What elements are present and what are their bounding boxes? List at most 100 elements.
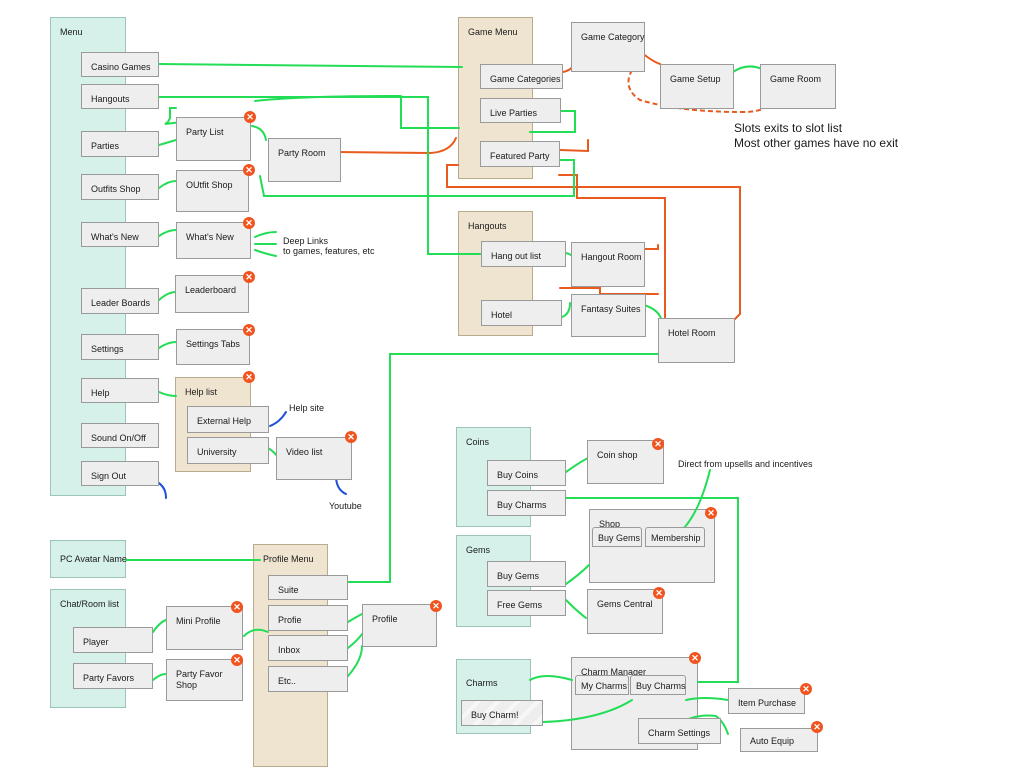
game-room-label: Game Room xyxy=(770,74,822,84)
profile-button[interactable]: Profie xyxy=(268,605,348,631)
leaderboard-screen[interactable]: Leaderboard xyxy=(175,275,249,313)
youtube-link[interactable]: Youtube xyxy=(329,501,362,511)
game-setup-screen[interactable]: Game Setup xyxy=(660,64,734,109)
menu-item-whats-new[interactable]: What's New xyxy=(81,222,159,247)
menu-item-sign-out[interactable]: Sign Out xyxy=(81,461,159,486)
party-favor-shop-screen[interactable]: Party Favor Shop xyxy=(166,659,243,701)
menu-item-outfits-shop[interactable]: Outfits Shop xyxy=(81,174,159,200)
membership-tab[interactable]: Membership xyxy=(645,527,705,547)
buy-charms-tab[interactable]: Buy Charms xyxy=(630,675,686,695)
close-icon[interactable]: ✕ xyxy=(689,652,701,664)
game-categories-button[interactable]: Game Categories xyxy=(480,64,563,89)
settings-tabs-screen[interactable]: Settings Tabs xyxy=(176,329,250,365)
hangout-room-screen[interactable]: Hangout Room xyxy=(571,242,645,287)
etc-label: Etc.. xyxy=(278,676,297,686)
party-list-label: Party List xyxy=(186,127,224,137)
mini-profile-screen[interactable]: Mini Profile xyxy=(166,606,243,650)
outfit-shop-screen[interactable]: OUtfit Shop xyxy=(176,170,249,212)
buy-charm-button[interactable]: Buy Charm! xyxy=(461,700,543,726)
close-icon[interactable]: ✕ xyxy=(243,271,255,283)
close-icon[interactable]: ✕ xyxy=(243,371,255,383)
menu-item-sound[interactable]: Sound On/Off xyxy=(81,423,159,448)
auto-equip-label: Auto Equip xyxy=(750,736,795,746)
buy-gems-button[interactable]: Buy Gems xyxy=(487,561,566,587)
close-icon[interactable]: ✕ xyxy=(243,164,255,176)
external-help-label: External Help xyxy=(197,416,252,426)
university-button[interactable]: University xyxy=(187,437,269,464)
close-icon[interactable]: ✕ xyxy=(345,431,357,443)
charms-title: Charms xyxy=(466,678,498,688)
etc-button[interactable]: Etc.. xyxy=(268,666,348,692)
video-list-label: Video list xyxy=(286,447,323,457)
hangouts-label: Hangouts xyxy=(91,94,130,104)
game-category-screen[interactable]: Game Category xyxy=(571,22,645,72)
buy-coins-button[interactable]: Buy Coins xyxy=(487,460,566,486)
close-icon[interactable]: ✕ xyxy=(231,601,243,613)
video-list-screen[interactable]: Video list xyxy=(276,437,352,480)
menu-item-parties[interactable]: Parties xyxy=(81,131,159,157)
inbox-button[interactable]: Inbox xyxy=(268,635,348,661)
buy-charms-tab-label: Buy Charms xyxy=(636,681,686,691)
close-icon[interactable]: ✕ xyxy=(800,683,812,695)
university-label: University xyxy=(197,447,237,457)
my-charms-tab[interactable]: My Charms xyxy=(575,675,629,695)
free-gems-button[interactable]: Free Gems xyxy=(487,590,566,616)
hang-out-list-button[interactable]: Hang out list xyxy=(481,241,566,267)
auto-equip-screen[interactable]: Auto Equip xyxy=(740,728,818,752)
profile-screen[interactable]: Profile xyxy=(362,604,437,647)
whats-new-screen-label: What's New xyxy=(186,232,234,242)
gems-central-screen[interactable]: Gems Central xyxy=(587,589,663,634)
close-icon[interactable]: ✕ xyxy=(811,721,823,733)
hotel-button[interactable]: Hotel xyxy=(481,300,562,326)
slots-exit-note: Slots exits to slot list xyxy=(734,121,843,135)
whats-new-label: What's New xyxy=(91,232,139,242)
direct-upsells-note: Direct from upsells and incentives xyxy=(678,459,813,469)
party-room-screen[interactable]: Party Room xyxy=(268,138,341,182)
my-charms-label: My Charms xyxy=(581,681,628,691)
charm-settings-button[interactable]: Charm Settings xyxy=(638,718,721,744)
whats-new-screen[interactable]: What's New xyxy=(176,222,251,259)
close-icon[interactable]: ✕ xyxy=(653,587,665,599)
leader-boards-label: Leader Boards xyxy=(91,298,151,308)
fantasy-suites-screen[interactable]: Fantasy Suites xyxy=(571,294,646,337)
help-site-link[interactable]: Help site xyxy=(289,403,325,413)
featured-party-button[interactable]: Featured Party xyxy=(480,141,560,167)
close-icon[interactable]: ✕ xyxy=(244,111,256,123)
party-list-screen[interactable]: Party List xyxy=(176,117,251,161)
close-icon[interactable]: ✕ xyxy=(243,217,255,229)
menu-item-help[interactable]: Help xyxy=(81,378,159,403)
item-purchase-screen[interactable]: Item Purchase xyxy=(728,688,805,714)
close-icon[interactable]: ✕ xyxy=(705,507,717,519)
mini-profile-label: Mini Profile xyxy=(176,616,221,626)
featured-party-label: Featured Party xyxy=(490,151,550,161)
buy-charms-coins-button[interactable]: Buy Charms xyxy=(487,490,566,516)
party-favor-shop-label: Party Favor Shop xyxy=(176,669,223,690)
hangout-room-label: Hangout Room xyxy=(581,252,642,262)
menu-item-hangouts[interactable]: Hangouts xyxy=(81,84,159,109)
external-help-button[interactable]: External Help xyxy=(187,406,269,433)
help-list-title: Help list xyxy=(185,387,218,397)
live-parties-button[interactable]: Live Parties xyxy=(480,98,561,123)
player-button[interactable]: Player xyxy=(73,627,153,653)
close-icon[interactable]: ✕ xyxy=(430,600,442,612)
hang-out-list-label: Hang out list xyxy=(491,251,542,261)
chat-room-title: Chat/Room list xyxy=(60,599,120,609)
coin-shop-screen[interactable]: Coin shop xyxy=(587,440,664,484)
game-room-screen[interactable]: Game Room xyxy=(760,64,836,109)
close-icon[interactable]: ✕ xyxy=(231,654,243,666)
party-favors-button[interactable]: Party Favors xyxy=(73,663,153,689)
menu-item-settings[interactable]: Settings xyxy=(81,334,159,360)
avatar-name: PC Avatar Name xyxy=(60,554,127,564)
hotel-room-screen[interactable]: Hotel Room xyxy=(658,318,735,363)
avatar-name-panel[interactable]: PC Avatar Name xyxy=(50,540,127,578)
menu-item-leader-boards[interactable]: Leader Boards xyxy=(81,288,159,314)
game-setup-label: Game Setup xyxy=(670,74,721,84)
gems-central-label: Gems Central xyxy=(597,599,653,609)
close-icon[interactable]: ✕ xyxy=(652,438,664,450)
suite-button[interactable]: Suite xyxy=(268,575,348,600)
shop-buy-gems-tab[interactable]: Buy Gems xyxy=(592,527,642,547)
menu-item-casino-games[interactable]: Casino Games xyxy=(81,52,159,77)
close-icon[interactable]: ✕ xyxy=(243,324,255,336)
gems-title: Gems xyxy=(466,545,491,555)
leaderboard-label: Leaderboard xyxy=(185,285,237,295)
